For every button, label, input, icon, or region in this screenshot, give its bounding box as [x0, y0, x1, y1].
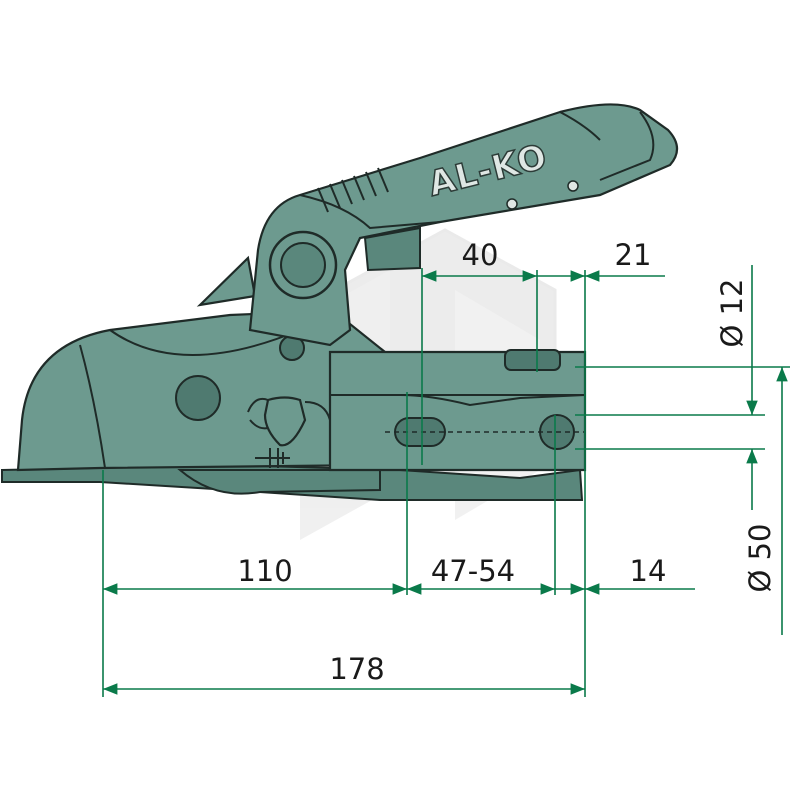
dimension-labels: 40 21 Ø 12 Ø 50 110 47-54 14 178 — [237, 238, 777, 686]
dim-label-110: 110 — [237, 554, 292, 588]
lock-indicator-symbol — [255, 448, 290, 468]
dim-label-14: 14 — [630, 554, 667, 588]
coupling-handle: AL-KO — [196, 103, 679, 347]
dim-label-21: 21 — [615, 238, 652, 272]
dim-label-47-54: 47-54 — [431, 554, 515, 588]
coupling-body — [1, 310, 587, 501]
dim-label-178: 178 — [329, 652, 384, 686]
dim-label-40: 40 — [462, 238, 499, 272]
dim-label-diameter-12: Ø 12 — [715, 279, 749, 348]
handle-grip-ribs — [317, 167, 389, 213]
dimension-lines — [102, 265, 790, 697]
dim-label-diameter-50: Ø 50 — [743, 524, 777, 593]
